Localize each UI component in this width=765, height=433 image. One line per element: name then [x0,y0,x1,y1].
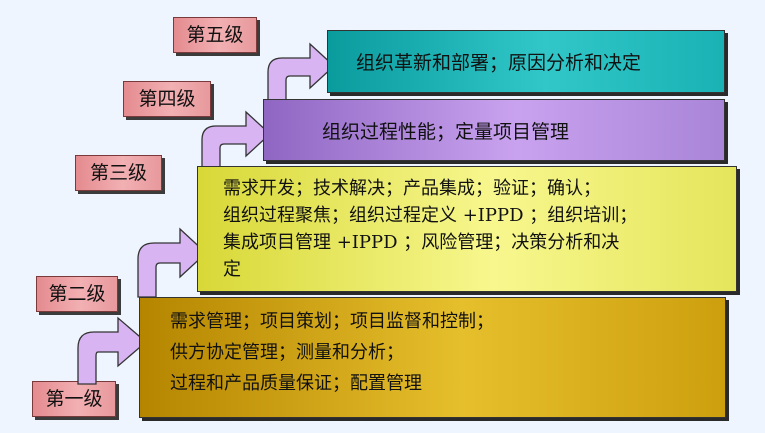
arrow-level2-to-level3-icon [137,227,207,298]
level-4-label: 第四级 [123,81,211,117]
arrow-level3-to-level4-icon [201,110,271,171]
arrow-level4-to-level5-icon [267,42,335,103]
level-3-process-line-3: 集成项目管理 +IPPD ；风险管理；决策分析和决 [223,232,620,253]
level-4-process-box: 组织过程性能；定量项目管理 [263,99,725,161]
level-3-process-box: 需求开发；技术解决；产品集成；验证；确认； 组织过程聚焦；组织过程定义 +IPP… [197,166,737,292]
level-2-label: 第二级 [36,276,118,312]
level-3-label: 第三级 [75,155,162,191]
level-1-label: 第一级 [32,381,116,417]
level-5-process-text: 组织革新和部署；原因分析和决定 [356,52,642,74]
level-2-process-line-1: 需求管理；项目策划；项目监督和控制； [170,311,494,332]
arrow-level1-to-level2-icon [77,316,147,385]
level-3-process-line-4: 定 [223,259,241,280]
level-2-process-line-2: 供方协定管理；测量和分析； [170,342,404,363]
level-5-process-box: 组织革新和部署；原因分析和决定 [327,30,725,93]
level-3-process-line-2: 组织过程聚焦；组织过程定义 +IPPD ；组织培训； [223,205,638,226]
level-2-process-box: 需求管理；项目策划；项目监督和控制； 供方协定管理；测量和分析； 过程和产品质量… [139,297,726,418]
level-4-process-text: 组织过程性能；定量项目管理 [322,121,570,143]
level-2-process-line-3: 过程和产品质量保证；配置管理 [170,373,422,394]
level-3-process-line-1: 需求开发；技术解决；产品集成；验证；确认； [223,178,601,199]
level-5-label: 第五级 [173,17,257,53]
